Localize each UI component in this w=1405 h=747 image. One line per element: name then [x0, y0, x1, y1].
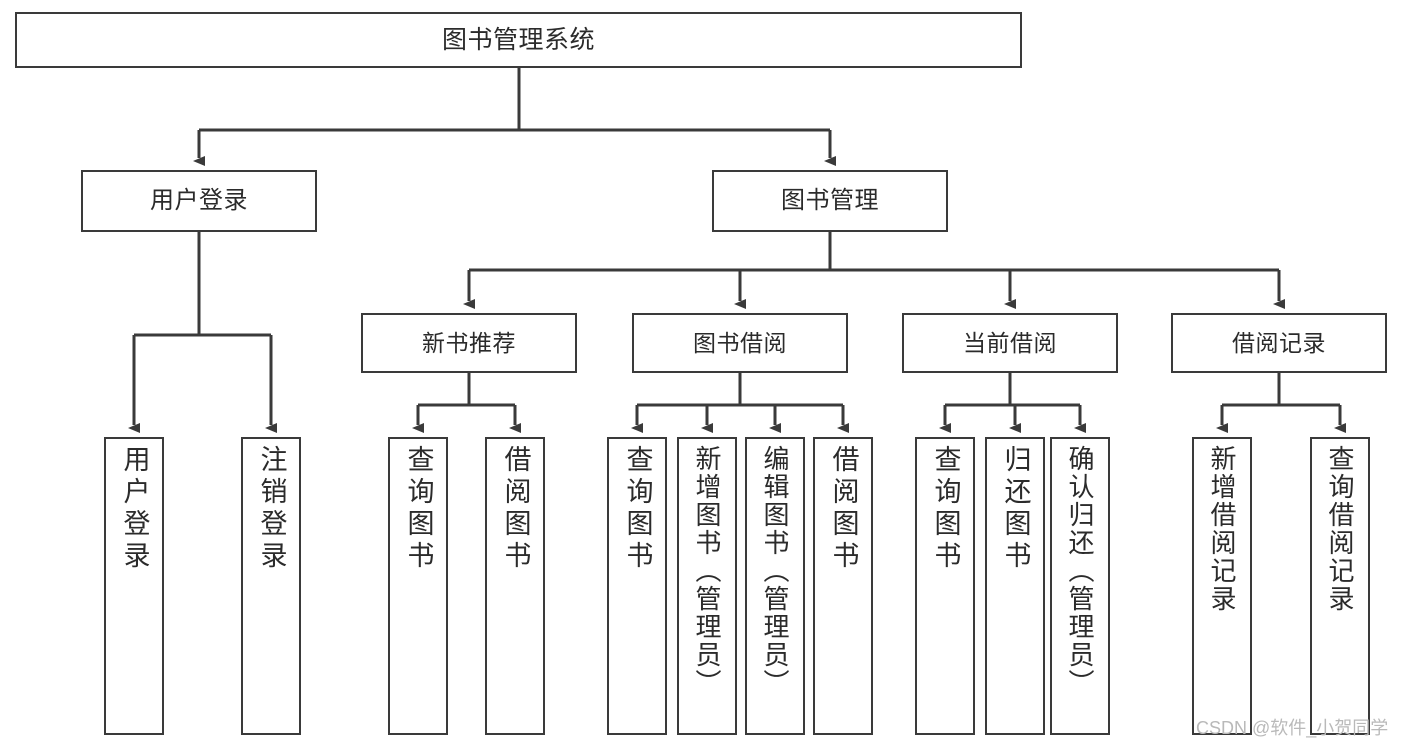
node-label: 借阅记录	[1232, 329, 1326, 356]
node-root-book-management-system[interactable]: 图书管理系统	[15, 12, 1022, 68]
leaf-book-borrow-edit-book-admin[interactable]: 编辑图书（管理员）	[745, 437, 805, 735]
node-book-management[interactable]: 图书管理	[712, 170, 948, 232]
node-label: 确认归还（管理员）	[1065, 445, 1095, 697]
node-label: 新书推荐	[422, 329, 516, 356]
node-label: 查询借阅记录	[1325, 445, 1355, 613]
leaf-new-book-borrow-book[interactable]: 借阅图书	[485, 437, 545, 735]
node-borrow-record[interactable]: 借阅记录	[1171, 313, 1387, 373]
leaf-borrow-record-query-record[interactable]: 查询借阅记录	[1310, 437, 1370, 735]
node-label: 注销登录	[256, 445, 287, 573]
leaf-current-borrow-query-book[interactable]: 查询图书	[915, 437, 975, 735]
leaf-user-login-login[interactable]: 用户登录	[104, 437, 164, 735]
node-label: 新增图书（管理员）	[692, 445, 722, 697]
leaf-current-borrow-return-book[interactable]: 归还图书	[985, 437, 1045, 735]
csdn-watermark: CSDN @软件_小贺同学	[1196, 718, 1389, 738]
node-label: 编辑图书（管理员）	[760, 445, 790, 697]
node-current-borrow[interactable]: 当前借阅	[902, 313, 1118, 373]
node-label: 查询图书	[930, 445, 961, 573]
leaf-current-borrow-confirm-return-admin[interactable]: 确认归还（管理员）	[1050, 437, 1110, 735]
node-label: 图书管理	[781, 187, 879, 215]
node-label: 借阅图书	[500, 445, 531, 573]
node-label: 查询图书	[622, 445, 653, 573]
node-label: 借阅图书	[828, 445, 859, 573]
node-label: 图书借阅	[693, 329, 787, 356]
node-user-login[interactable]: 用户登录	[81, 170, 317, 232]
node-label: 图书管理系统	[441, 25, 595, 54]
leaf-book-borrow-borrow-book[interactable]: 借阅图书	[813, 437, 873, 735]
leaf-user-login-logout[interactable]: 注销登录	[241, 437, 301, 735]
node-book-borrow[interactable]: 图书借阅	[632, 313, 848, 373]
node-label: 新增借阅记录	[1207, 445, 1237, 613]
leaf-book-borrow-query-book[interactable]: 查询图书	[607, 437, 667, 735]
node-new-book-recommend[interactable]: 新书推荐	[361, 313, 577, 373]
leaf-book-borrow-add-book-admin[interactable]: 新增图书（管理员）	[677, 437, 737, 735]
node-label: 用户登录	[119, 445, 150, 573]
node-label: 当前借阅	[963, 329, 1057, 356]
leaf-borrow-record-add-record[interactable]: 新增借阅记录	[1192, 437, 1252, 735]
node-label: 归还图书	[1000, 445, 1031, 573]
node-label: 查询图书	[403, 445, 434, 573]
node-label: 用户登录	[150, 187, 248, 215]
leaf-new-book-query-book[interactable]: 查询图书	[388, 437, 448, 735]
